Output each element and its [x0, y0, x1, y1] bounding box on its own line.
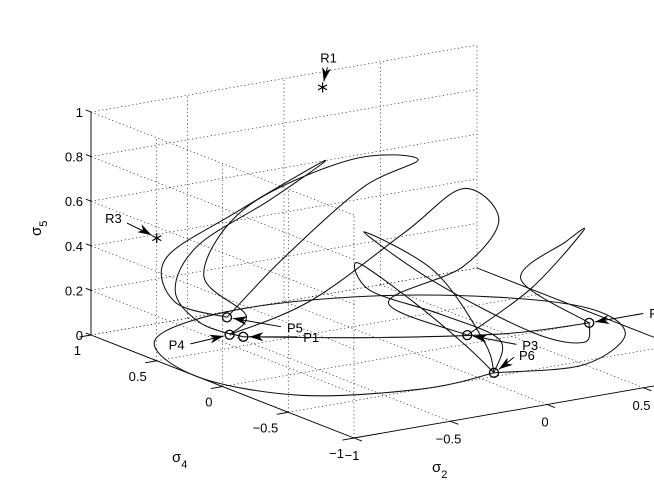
axis-labels: σ2 σ4 σ5	[28, 221, 447, 481]
axis-frame	[79, 109, 654, 442]
y-tick-label: −0.5	[253, 420, 279, 435]
grid-lines	[90, 44, 654, 439]
marker-circle	[221, 312, 233, 323]
grid-line	[90, 223, 478, 291]
marker-label: P1	[303, 330, 319, 345]
marker-circle	[462, 329, 473, 341]
grid-line	[90, 111, 355, 216]
grid-line	[90, 267, 478, 336]
grid-line	[283, 301, 548, 405]
x-tick-label: −0.5	[436, 431, 462, 446]
marker-circle	[224, 329, 235, 340]
grid-line	[156, 293, 543, 362]
y-tick-mark	[210, 386, 223, 389]
marker-arrowhead	[595, 315, 610, 324]
z-axis-label: σ5	[28, 221, 50, 236]
grid-line	[288, 348, 654, 413]
x-tick-mark	[643, 387, 652, 392]
marker-circle	[488, 367, 500, 378]
z-tick-mark	[85, 332, 92, 336]
x-tick-mark	[546, 404, 556, 409]
trajectory-line	[229, 188, 500, 336]
y-tick-label: −1	[329, 446, 344, 461]
marker-arrowhead	[232, 316, 248, 326]
y-tick-mark	[342, 437, 355, 441]
y-tick-label: 0	[205, 395, 212, 410]
grid-line	[90, 200, 355, 305]
z-tick-label: 1	[76, 105, 83, 120]
x-tick-label: −1	[345, 448, 360, 463]
grid-line	[90, 44, 478, 113]
z-tick-label: 0.6	[65, 194, 83, 209]
x-tick-mark	[450, 420, 459, 425]
z-tick-label: 0.8	[65, 150, 83, 165]
y-tick-label: 0.5	[129, 369, 147, 384]
z-tick-label: 0.2	[65, 283, 83, 298]
marker-asterisk	[151, 233, 162, 244]
grid-line	[187, 317, 451, 422]
z-tick-mark	[85, 287, 92, 291]
marker-arrowhead	[209, 334, 224, 344]
z-tick-mark	[85, 109, 92, 113]
grid-line	[90, 89, 478, 157]
asterisk-stroke	[151, 235, 162, 242]
grid-line	[90, 156, 355, 260]
trajectory-line	[466, 227, 590, 336]
y-tick-mark	[145, 360, 157, 364]
marker-arrowhead	[249, 332, 264, 342]
grid-line	[380, 284, 644, 389]
trajectory-line	[203, 154, 419, 336]
marker-label: R3	[105, 211, 122, 226]
z-tick-mark	[85, 243, 92, 247]
marker-circle	[238, 331, 249, 342]
marker-arrowhead	[322, 66, 331, 82]
trajectory-line	[363, 231, 591, 373]
marker-arrowhead	[137, 224, 152, 236]
y-tick-mark	[79, 334, 92, 338]
marker-arrowhead	[498, 357, 513, 370]
trajectory-line	[243, 322, 590, 339]
marker-circle	[584, 317, 595, 329]
trajectory-line	[153, 294, 626, 397]
x-axis-line	[353, 385, 654, 439]
z-tick-mark	[85, 154, 92, 158]
grid-line	[90, 133, 478, 202]
marker-label: P3	[522, 338, 538, 353]
x-tick-mark	[353, 437, 363, 442]
marker-label: P4	[169, 338, 185, 353]
grid-line	[222, 319, 609, 387]
y-tick-label: 1	[74, 343, 81, 358]
trajectory-line	[160, 159, 327, 338]
trajectory-series	[153, 154, 626, 397]
marker-arrowhead	[473, 334, 488, 344]
marker-asterisk	[317, 82, 328, 93]
marker-label: R1	[320, 50, 337, 65]
marker-label: P6	[519, 348, 535, 363]
y-axis-label: σ4	[172, 449, 187, 471]
z-tick-label: 0	[76, 328, 83, 343]
z-tick-label: 0.4	[65, 239, 83, 254]
marker-label: P2	[649, 306, 654, 321]
grid-line	[90, 290, 355, 394]
marker-label: P5	[287, 320, 303, 335]
x-tick-label: 0.5	[632, 398, 650, 413]
asterisk-stroke	[317, 84, 328, 91]
z-tick-mark	[85, 198, 92, 202]
trajectory-line	[354, 262, 504, 374]
y-tick-mark	[276, 411, 289, 415]
grid-line	[353, 385, 654, 439]
grid-line	[90, 178, 478, 247]
x-tick-label: 0	[541, 415, 548, 430]
x-axis-label: σ2	[432, 459, 447, 481]
